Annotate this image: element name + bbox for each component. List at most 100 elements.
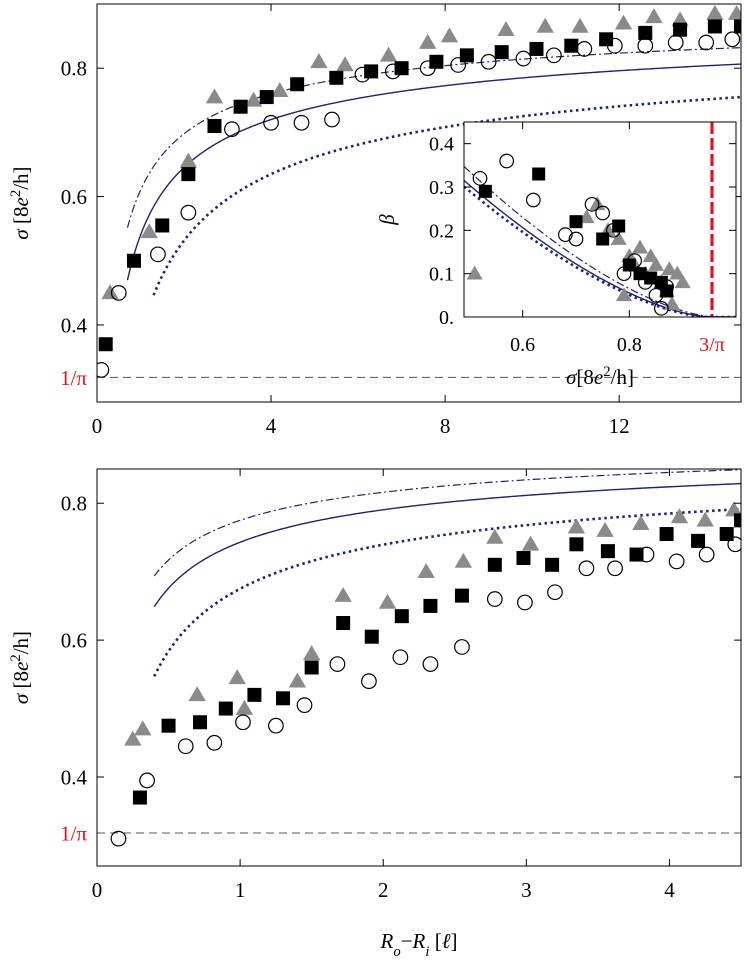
bottom-triangle-point-11 — [486, 528, 504, 544]
top-triangle-point-5 — [271, 81, 289, 97]
bottom-triangle-point-6 — [302, 645, 321, 661]
top-triangle-point-13 — [571, 17, 589, 33]
inset-triangle-point-1 — [578, 209, 595, 224]
bottom-circle-point-16 — [607, 560, 623, 577]
top-circle-point-18 — [667, 34, 684, 51]
top-circle-point-7 — [324, 111, 340, 128]
top-circle-point-2 — [150, 246, 166, 263]
bottom-square-point-4 — [247, 687, 262, 702]
inset-triangle-point-17 — [674, 274, 691, 289]
inset-circle-point-5 — [584, 196, 600, 212]
bottom-circle-point-12 — [486, 591, 503, 607]
top-triangle-point-4 — [244, 91, 263, 107]
bottom-triangle-point-17 — [696, 511, 714, 527]
bottom-triangle-point-16 — [670, 508, 689, 524]
top-square-point-12 — [459, 48, 474, 63]
inset-triangle-point-10 — [642, 248, 659, 263]
inset-circle-point-13 — [659, 279, 675, 295]
bottom-ytick-label: 0.6 — [61, 628, 87, 652]
top-square-point-5 — [233, 99, 248, 114]
bottom-circle-point-4 — [235, 714, 251, 731]
top-square-point-14 — [529, 41, 544, 56]
inset-circle-point-1 — [499, 153, 515, 169]
bottom-circle-point-11 — [454, 639, 470, 655]
inset-circle-point-12 — [653, 300, 669, 316]
bottom-circle-point-20 — [727, 536, 741, 553]
bottom-circle-point-13 — [517, 594, 533, 611]
top-circle-point-11 — [450, 57, 467, 73]
top-triangle-point-15 — [645, 8, 663, 24]
top-square-point-13 — [494, 45, 509, 60]
bottom-fit-solid — [153, 482, 741, 608]
top-square-point-7 — [290, 77, 305, 92]
inset-triangle-point-0 — [466, 265, 483, 280]
inset-square-point-6 — [633, 267, 647, 281]
inset-ytick-label: 0.2 — [429, 220, 454, 242]
bottom-square-point-9 — [394, 609, 409, 624]
top-y-axis-label: σ [8e2/h] — [8, 166, 33, 239]
top-triangle-point-8 — [379, 46, 398, 62]
top-triangle-point-16 — [671, 11, 689, 27]
bottom-square-point-12 — [487, 557, 502, 572]
bottom-triangle-point-7 — [334, 586, 352, 602]
bottom-circle-point-10 — [422, 656, 439, 672]
inset-xtick-label: 0.8 — [617, 334, 642, 356]
bottom-triangle-point-3 — [228, 669, 246, 685]
top-circle-point-20 — [724, 31, 741, 48]
inset-square-point-2 — [569, 215, 583, 229]
top-triangle-point-1 — [140, 223, 158, 239]
inset-fit-dashdot — [464, 165, 736, 317]
top-square-point-0 — [98, 337, 113, 352]
bottom-triangle-point-10 — [454, 552, 473, 568]
top-triangle-point-3 — [205, 88, 224, 104]
top-triangle-point-2 — [179, 152, 198, 168]
top-triangle-point-12 — [536, 17, 554, 33]
top-square-point-18 — [673, 22, 688, 37]
inset-ytick-label: 0.1 — [429, 264, 454, 286]
top-frame — [96, 3, 742, 403]
top-circle-point-15 — [576, 41, 593, 57]
bottom-circle-point-17 — [638, 546, 655, 563]
inset-square-point-9 — [660, 284, 674, 298]
top-xtick-label: 4 — [266, 414, 277, 438]
top-square-point-16 — [599, 32, 614, 47]
inset-circle-point-9 — [627, 253, 643, 269]
top-circle-point-9 — [385, 63, 401, 80]
top-xtick-label: 0 — [92, 414, 103, 438]
bottom-xtick-label: 4 — [664, 878, 675, 902]
bottom-y-axis-label: σ [8e2/h] — [8, 631, 33, 704]
bottom-triangle-point-5 — [288, 672, 307, 688]
top-square-point-17 — [638, 25, 653, 40]
top-ytick-label: 0.6 — [61, 185, 87, 209]
bottom-frame — [96, 468, 742, 867]
bottom-square-point-20 — [719, 527, 734, 542]
inset-circle-point-6 — [595, 205, 611, 221]
bottom-square-point-6 — [304, 660, 319, 675]
top-triangle-point-6 — [310, 53, 328, 69]
top-triangle-point-0 — [101, 284, 119, 300]
bottom-plot-area — [97, 469, 741, 847]
inset-circle-point-3 — [557, 227, 573, 243]
top-circle-point-1 — [110, 284, 127, 301]
inset-triangle-point-11 — [647, 256, 665, 271]
top-xtick-label: 8 — [440, 414, 451, 438]
inset-ytick-label: 0.3 — [429, 177, 454, 199]
top-square-point-19 — [707, 19, 722, 34]
inset-xtick-label: 0.6 — [510, 334, 535, 356]
inset-plot-area — [464, 122, 736, 317]
bottom-triangle-point-8 — [378, 593, 397, 609]
inset-square-point-0 — [478, 184, 492, 198]
bottom-triangle-point-4 — [235, 699, 254, 715]
inset-y-axis-label: β — [375, 214, 399, 226]
top-square-point-6 — [259, 90, 274, 105]
bottom-xtick-label: 1 — [235, 878, 246, 902]
bottom-triangle-point-13 — [567, 518, 586, 534]
top-triangle-point-14 — [614, 14, 633, 30]
bottom-circle-point-14 — [547, 584, 563, 601]
top-square-point-15 — [564, 38, 579, 53]
bottom-square-point-3 — [218, 701, 233, 716]
top-square-point-11 — [429, 54, 444, 69]
top-square-point-2 — [155, 218, 170, 233]
